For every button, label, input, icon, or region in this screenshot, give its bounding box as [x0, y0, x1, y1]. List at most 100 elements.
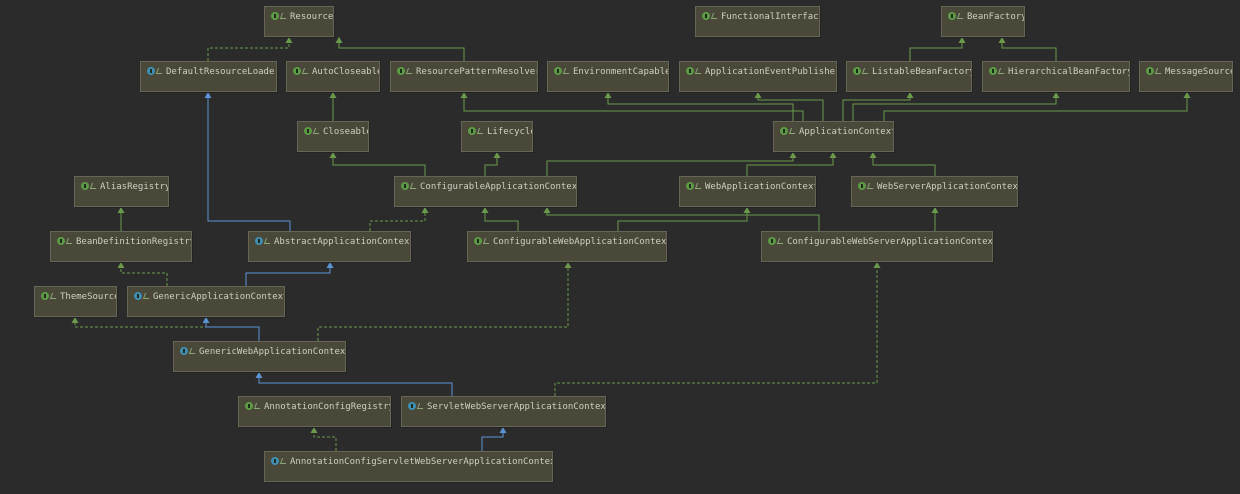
interface-icon [948, 12, 956, 20]
node-label: ConfigurableWebApplicationContex [493, 237, 667, 247]
node-label: Lifecycle [487, 127, 533, 137]
node-FunctionalInterface[interactable]: FunctionalInterface [695, 6, 820, 37]
node-AnnotationConfigRegistry[interactable]: AnnotationConfigRegistry [238, 396, 391, 427]
node-GenericWebApplicationContext[interactable]: GenericWebApplicationContext [173, 341, 346, 372]
arrowhead [543, 207, 551, 213]
edge-ApplicationContext-to-EnvironmentCapable [607, 92, 794, 121]
node-ListableBeanFactory[interactable]: ListableBeanFactory [846, 61, 972, 92]
node-label: AutoCloseable [312, 67, 380, 77]
edge-ApplicationContext-to-MessageSource [883, 92, 1188, 121]
node-label: AbstractApplicationContext [274, 237, 411, 247]
arrowhead [906, 92, 914, 98]
public-access-icon [416, 403, 426, 409]
node-label: ConfigurableWebServerApplicationContex [787, 237, 993, 247]
node-Closeable[interactable]: Closeable [297, 121, 369, 152]
public-access-icon [694, 68, 704, 74]
public-access-icon [405, 68, 415, 74]
arrowhead [1052, 92, 1060, 98]
public-access-icon [89, 183, 99, 189]
arrowhead [564, 262, 572, 268]
node-DefaultResourceLoader[interactable]: DefaultResourceLoader [140, 61, 277, 92]
interface-icon [686, 67, 694, 75]
arrowhead [493, 152, 501, 158]
interface-icon [401, 182, 409, 190]
node-ConfigurableApplicationContext[interactable]: ConfigurableApplicationContex [394, 176, 577, 207]
node-label: ResourcePatternResolver [416, 67, 538, 77]
edge-WebServerApplicationContext-to-ApplicationContext [872, 152, 936, 176]
interface-icon [853, 67, 861, 75]
edge-AbstractApplicationContext-to-ConfigurableApplicationContext [369, 207, 426, 231]
node-HierarchicalBeanFactory[interactable]: HierarchicalBeanFactory [982, 61, 1130, 92]
interface-icon [1146, 67, 1154, 75]
public-access-icon [188, 348, 198, 354]
node-label: EnvironmentCapable [573, 67, 669, 77]
edge-ConfigurableApplicationContext-to-Closeable [332, 152, 426, 176]
node-BeanDefinitionRegistry[interactable]: BeanDefinitionRegistry [50, 231, 192, 262]
class-icon [180, 347, 188, 355]
edge-ConfigurableApplicationContext-to-ApplicationContext [546, 152, 794, 176]
public-access-icon [1154, 68, 1164, 74]
arrowhead [789, 152, 797, 158]
node-GenericApplicationContext[interactable]: GenericApplicationContext [127, 286, 285, 317]
interface-icon [858, 182, 866, 190]
interface-icon [304, 127, 312, 135]
node-ResourcePatternResolver[interactable]: ResourcePatternResolver [390, 61, 538, 92]
arrowhead [421, 207, 429, 213]
node-AutoCloseable[interactable]: AutoCloseable [286, 61, 380, 92]
edge-GenericApplicationContext-to-AbstractApplicationContext [245, 262, 331, 286]
arrowhead [743, 207, 751, 213]
interface-icon [474, 237, 482, 245]
arrowhead [873, 262, 881, 268]
node-ServletWebServerApplicationContext[interactable]: ServletWebServerApplicationContex [401, 396, 606, 427]
node-label: AnnotationConfigRegistry [264, 402, 391, 412]
interface-icon [245, 402, 253, 410]
public-access-icon [710, 13, 720, 19]
node-ApplicationContext[interactable]: ApplicationContext [773, 121, 894, 152]
node-AnnotationConfigServletWebServerApplicationContext[interactable]: AnnotationConfigServletWebServerApplicat… [264, 451, 553, 482]
arrowhead [71, 317, 79, 323]
node-ApplicationEventPublisher[interactable]: ApplicationEventPublisher [679, 61, 837, 92]
edge-ServletWebServerApplicationContext-to-ConfigurableWebServerApplicationContext [554, 262, 878, 396]
class-icon [134, 292, 142, 300]
node-label: ConfigurableApplicationContex [420, 182, 577, 192]
node-WebServerApplicationContext[interactable]: WebServerApplicationContext [851, 176, 1018, 207]
node-ThemeSource[interactable]: ThemeSource [34, 286, 117, 317]
node-MessageSource[interactable]: MessageSource [1139, 61, 1233, 92]
arrowhead [202, 317, 210, 323]
edge-DefaultResourceLoader-to-ResourceLoader [207, 37, 290, 61]
node-label: GenericApplicationContext [153, 292, 285, 302]
edge-ConfigurableWebServerApplicationContext-to-ConfigurableApplicationContext [546, 207, 820, 231]
arrowhead [754, 92, 762, 98]
node-ConfigurableWebApplicationContext[interactable]: ConfigurableWebApplicationContex [467, 231, 667, 262]
node-WebApplicationContext[interactable]: WebApplicationContext [679, 176, 816, 207]
node-label: DefaultResourceLoader [166, 67, 277, 77]
node-BeanFactory[interactable]: BeanFactory [941, 6, 1025, 37]
node-label: HierarchicalBeanFactory [1008, 67, 1130, 77]
node-ResourceLoader[interactable]: ResourceLoader [264, 6, 334, 37]
node-label: GenericWebApplicationContext [199, 347, 346, 357]
public-access-icon [482, 238, 492, 244]
node-EnvironmentCapable[interactable]: EnvironmentCapable [547, 61, 669, 92]
node-AliasRegistry[interactable]: AliasRegistry [74, 176, 169, 207]
interface-icon [989, 67, 997, 75]
node-label: ApplicationEventPublisher [705, 67, 837, 77]
node-AbstractApplicationContext[interactable]: AbstractApplicationContext [248, 231, 411, 262]
public-access-icon [776, 238, 786, 244]
interface-icon [271, 12, 279, 20]
edge-AnnotationConfigServletWebServerApplicationContext-to-ServletWebServerApplicationContext [481, 427, 504, 451]
public-access-icon [997, 68, 1007, 74]
public-access-icon [142, 293, 152, 299]
node-Lifecycle[interactable]: Lifecycle [461, 121, 533, 152]
arrowhead [829, 152, 837, 158]
node-label: AliasRegistry [100, 182, 169, 192]
node-label: AnnotationConfigServletWebServerApplicat… [290, 457, 553, 467]
public-access-icon [279, 458, 289, 464]
node-ConfigurableWebServerApplicationContext[interactable]: ConfigurableWebServerApplicationContex [761, 231, 993, 262]
arrowhead [931, 207, 939, 213]
edge-ListableBeanFactory-to-BeanFactory [909, 37, 963, 61]
arrowhead [335, 37, 343, 43]
node-label: BeanDefinitionRegistry [76, 237, 192, 247]
node-label: ApplicationContext [799, 127, 894, 137]
public-access-icon [312, 128, 322, 134]
